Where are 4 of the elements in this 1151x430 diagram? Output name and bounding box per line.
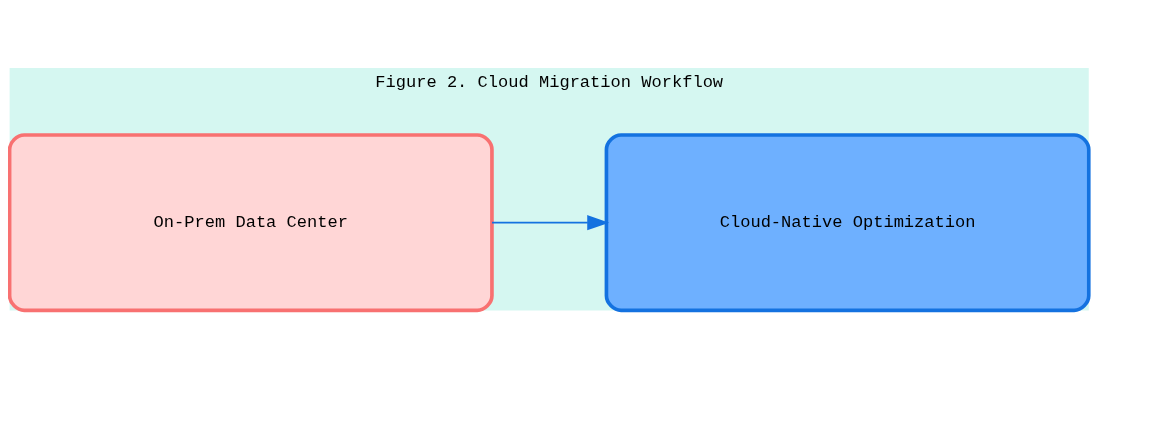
node-box: On-Prem Data Center <box>8 132 494 312</box>
node-box: Cloud-Native Optimization <box>604 132 1091 312</box>
arrow <box>491 214 610 230</box>
diagram-title: Figure 2. Cloud Migration Workflow <box>375 72 724 92</box>
